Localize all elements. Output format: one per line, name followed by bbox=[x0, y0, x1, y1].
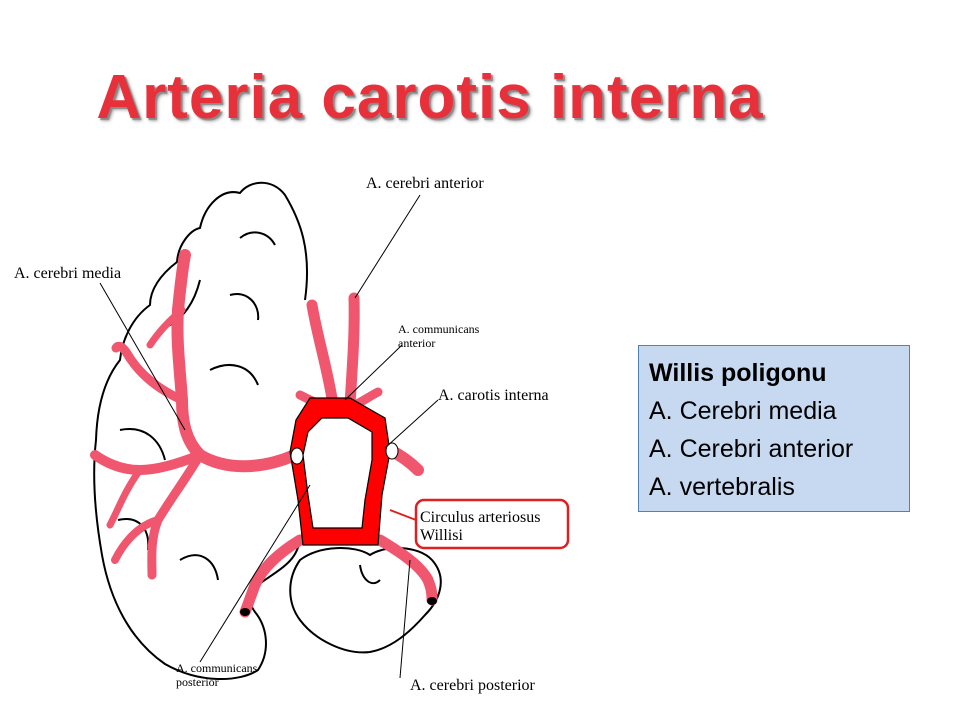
middle-cerebral-artery bbox=[171, 249, 301, 473]
label-communicans-anterior-1: A. communicans bbox=[398, 322, 480, 336]
label-circulus-1: Circulus arteriosus bbox=[420, 509, 540, 526]
posterior-cerebral-artery-right bbox=[374, 534, 438, 606]
label-cerebri-anterior: A. cerebri anterior bbox=[366, 175, 484, 192]
brain-outline bbox=[93, 181, 442, 681]
anterior-cerebral-artery-right bbox=[344, 292, 360, 411]
info-box-item: A. Cerebri media bbox=[649, 397, 837, 425]
posterior-cerebral-artery-left bbox=[239, 534, 306, 618]
willis-info-box: Willis poligonu A. Cerebri media A. Cere… bbox=[638, 345, 910, 512]
circle-of-willis bbox=[240, 397, 437, 616]
leader-lines bbox=[99, 194, 439, 679]
info-box-item: A. Cerebri anterior bbox=[649, 435, 854, 463]
info-box-item: A. vertebralis bbox=[649, 473, 795, 501]
slide-title: Arteria carotis interna bbox=[96, 63, 764, 132]
label-communicans-posterior-2: posterior bbox=[176, 675, 219, 689]
circulus-callout-box bbox=[414, 498, 570, 550]
label-circulus-2: Willisi bbox=[420, 527, 463, 544]
label-cerebri-media: A. cerebri media bbox=[14, 265, 121, 282]
label-carotis-interna: A. carotis interna bbox=[438, 387, 549, 404]
label-cerebri-posterior: A. cerebri posterior bbox=[410, 677, 536, 694]
label-communicans-posterior-1: A. communicans bbox=[176, 661, 258, 675]
anterior-cerebral-artery-left bbox=[306, 299, 339, 411]
label-communicans-anterior-2: anterior bbox=[398, 336, 435, 350]
info-box-title: Willis poligonu bbox=[649, 359, 827, 387]
